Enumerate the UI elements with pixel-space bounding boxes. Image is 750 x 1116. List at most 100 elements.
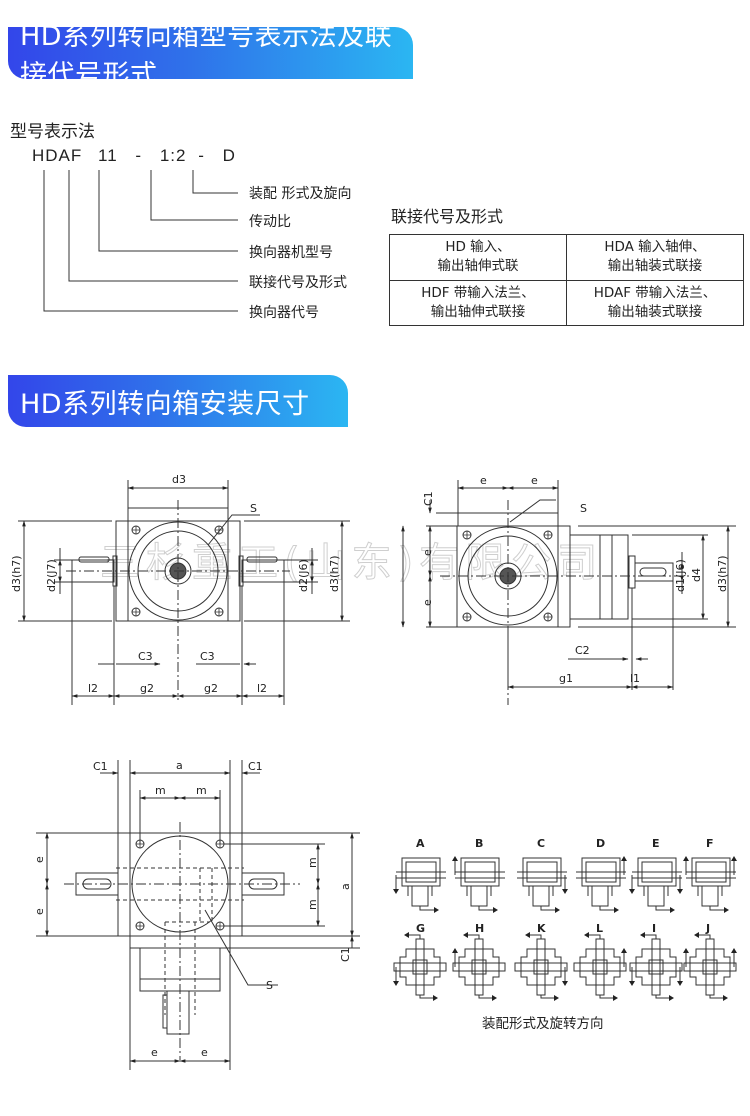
input-shaft-key <box>639 567 667 577</box>
dim-label-g2: g2 <box>204 682 218 695</box>
bolt-icon <box>131 525 141 535</box>
dim-label-g2: g2 <box>140 682 154 695</box>
left-shaft-key <box>78 556 110 563</box>
leader-line-size <box>98 170 238 252</box>
right-shaft-key <box>246 556 278 563</box>
dim-label-s: S <box>250 502 257 515</box>
dim-label-c1: C1 <box>339 947 352 962</box>
dim-label-e: e <box>151 1046 158 1059</box>
dim-label-d1j6: d1(J6) <box>674 559 687 592</box>
model-code: HDAF 11 - 1:2 - D <box>32 146 236 166</box>
dim-label-c2: C2 <box>575 644 590 657</box>
dim-label-m: m <box>306 899 319 910</box>
drawing-front-labels: d3 S d3(h7) d2(J7) d2(J6) d3(h7) C3 C3 l… <box>10 473 341 695</box>
code-sep: - <box>135 146 143 165</box>
mounting-form-label: H <box>475 922 484 935</box>
mounting-form-D: D <box>576 837 627 913</box>
mounting-form-E: E <box>629 837 683 913</box>
cell-line: 输出轴伸式联接 <box>430 303 526 320</box>
mounting-form-L: L <box>573 922 627 1001</box>
dim-label-d2j7: d2(J7) <box>45 559 58 592</box>
legend-ratio: 传动比 <box>249 214 291 230</box>
table-row: HD 输入、输出轴伸式联 HDA 输入轴伸、输出轴装式联接 <box>389 234 744 281</box>
mounting-form-label: C <box>537 837 545 850</box>
dim-label-c1: C1 <box>422 491 435 506</box>
dim-label-s: S <box>580 502 587 515</box>
mounting-forms-caption: 装配形式及旋转方向 <box>482 1016 604 1032</box>
mounting-form-F: F <box>683 837 737 913</box>
dim-label-s: S <box>266 979 273 992</box>
dim-label-l2: l2 <box>88 682 98 695</box>
cell-line: 输出轴伸式联 <box>437 258 519 275</box>
mounting-form-label: A <box>416 837 425 850</box>
dim-label-m: m <box>155 784 166 797</box>
model-notation-heading: 型号表示法 <box>10 122 95 142</box>
installation-drawings: 三杉重工(山东)有限公司 <box>10 473 737 1070</box>
table-cell-hdf: HDF 带输入法兰、输出轴伸式联接 <box>389 279 567 326</box>
legend-series: 换向器代号 <box>249 305 319 321</box>
mounting-form-G: G <box>393 922 447 1001</box>
dim-label-d2j6: d2(J6) <box>297 559 310 592</box>
output-shaft <box>166 990 190 1035</box>
mounting-form-I: I <box>629 922 683 1001</box>
leader-line-ratio <box>150 170 238 221</box>
dim-label-d3h7-right: d3(h7) <box>328 555 341 592</box>
leader-line-series <box>43 170 238 312</box>
bolt-icon <box>215 921 225 931</box>
mounting-form-J: J <box>683 922 737 1001</box>
bolt-icon <box>135 921 145 931</box>
table-cell-hda: HDA 输入轴伸、输出轴装式联接 <box>566 234 744 281</box>
table-cell-hdaf: HDAF 带输入法兰、输出轴装式联接 <box>566 279 744 326</box>
s-leader <box>509 499 556 523</box>
dim-label-c3: C3 <box>200 650 215 663</box>
code-sep: - <box>198 146 205 165</box>
dim-label-e: e <box>421 599 434 606</box>
cell-line: 输出轴装式联接 <box>607 303 703 320</box>
dim-label-c3: C3 <box>138 650 153 663</box>
drawing-side-view <box>401 480 736 705</box>
dim-label-m: m <box>306 857 319 868</box>
cell-line: HD 输入、 <box>445 239 511 256</box>
legend-size: 换向器机型号 <box>249 245 333 261</box>
code-part-form: D <box>222 146 236 165</box>
dim-label-c1: C1 <box>93 760 108 773</box>
s-leader <box>204 909 278 986</box>
dim-label-l1: l1 <box>630 672 640 685</box>
input-shaft <box>634 562 674 582</box>
code-part-size: 11 <box>98 146 118 165</box>
mounting-form-C: C <box>517 837 568 913</box>
dim-label-d4: d4 <box>690 568 703 582</box>
code-part-ratio: 1:2 <box>159 146 187 165</box>
dim-label-e: e <box>33 856 46 863</box>
cell-line: HDF 带输入法兰、 <box>421 284 535 301</box>
dim-label-d3: d3 <box>172 473 186 486</box>
connection-table-heading: 联接代号及形式 <box>391 207 504 226</box>
drawing-front-view <box>18 480 350 705</box>
section-banner-model-notation: HD系列转向箱型号表示法及联接代号形式 <box>8 21 413 91</box>
section-title: HD系列转向箱型号表示法及联接代号形式 <box>20 21 393 91</box>
mounting-form-H: H <box>452 922 506 1001</box>
mounting-form-label: I <box>652 922 656 935</box>
mounting-form-label: G <box>416 922 425 935</box>
s-leader <box>207 514 260 546</box>
dim-label-e: e <box>480 474 487 487</box>
code-part-series: HDAF <box>32 146 83 165</box>
dim-label-g1: g1 <box>559 672 573 685</box>
mounting-form-label: E <box>652 837 660 850</box>
dim-label-l2: l2 <box>257 682 267 695</box>
model-notation-leader-lines <box>43 170 238 312</box>
bolt-icon <box>462 530 472 540</box>
table-row: HDF 带输入法兰、输出轴伸式联接 HDAF 带输入法兰、输出轴装式联接 <box>389 279 744 326</box>
dim-label-e: e <box>201 1046 208 1059</box>
mounting-form-A: A <box>393 837 446 913</box>
dim-label-d3h7-left: d3(h7) <box>10 555 23 592</box>
bolt-icon <box>543 612 553 622</box>
bolt-icon <box>214 607 224 617</box>
mounting-form-label: F <box>706 837 714 850</box>
mounting-form-K: K <box>514 922 568 1001</box>
dim-label-e: e <box>33 908 46 915</box>
legend-connection: 联接代号及形式 <box>249 275 347 291</box>
mounting-form-label: B <box>475 837 483 850</box>
dim-label-e: e <box>421 549 434 556</box>
